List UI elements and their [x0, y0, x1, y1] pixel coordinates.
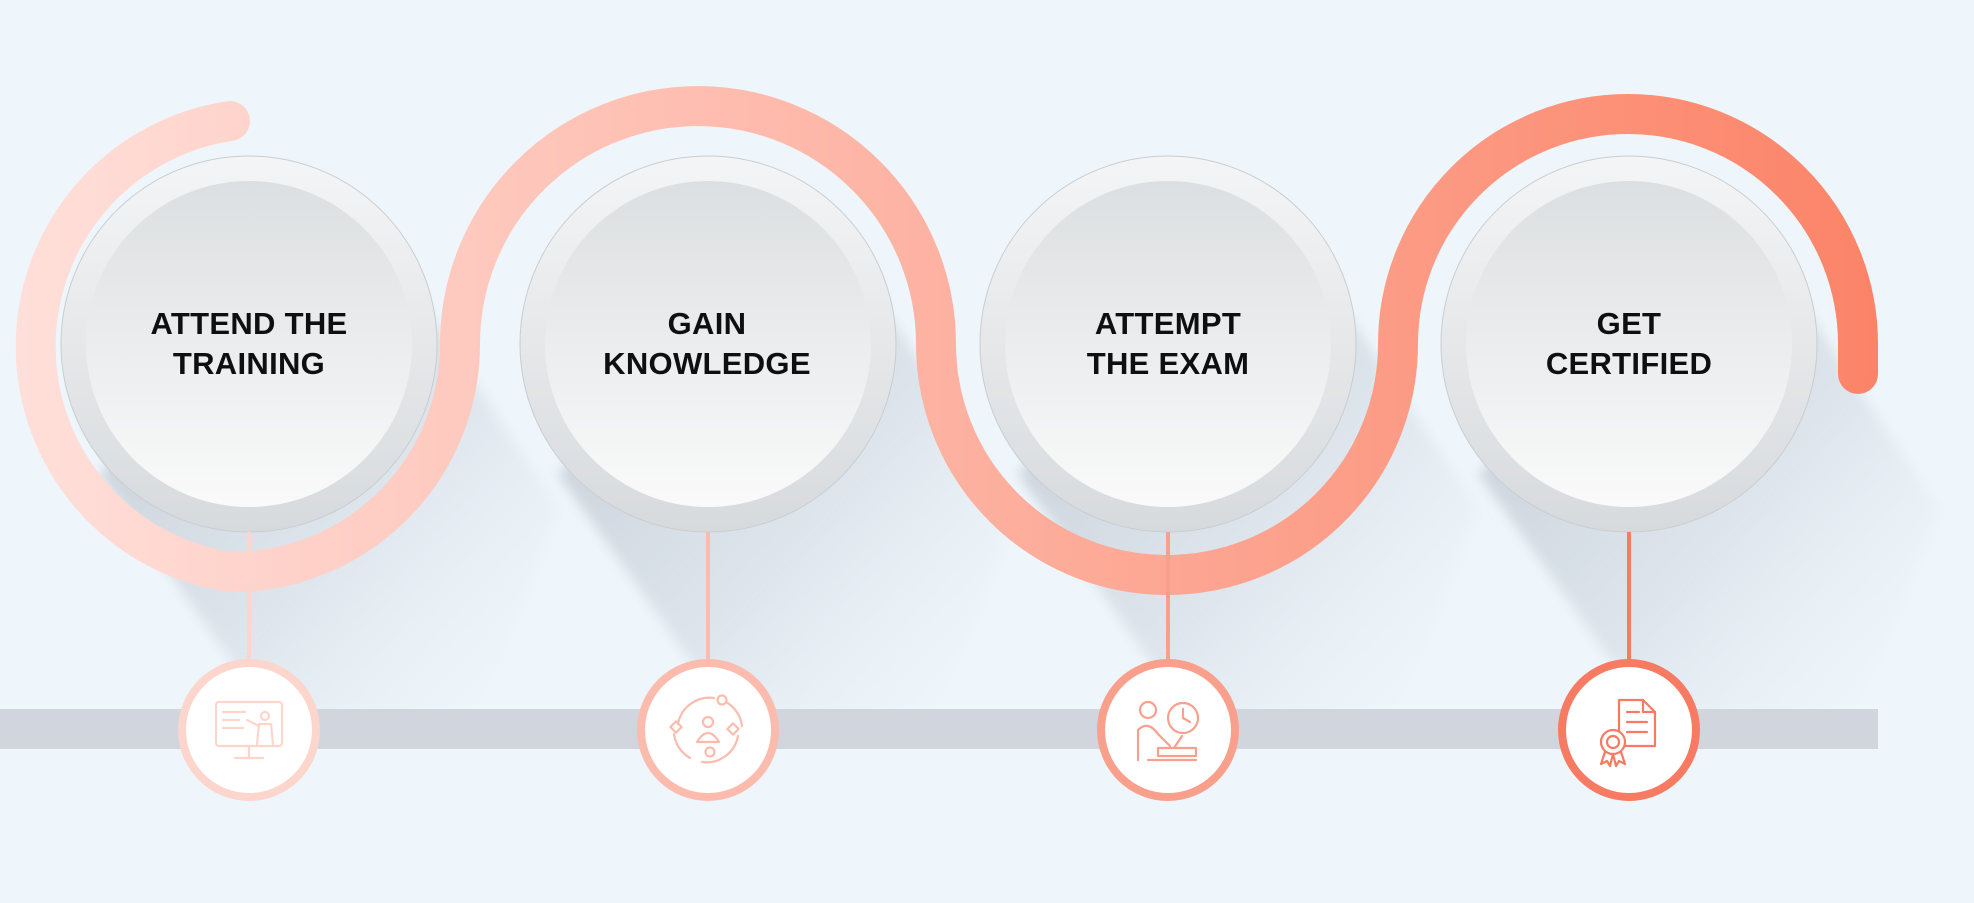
step-disc [60, 155, 438, 533]
step-disc [1440, 155, 1818, 533]
knowledge-cycle-icon [669, 694, 744, 764]
step-disc [979, 155, 1357, 533]
exam-timer-icon [1136, 700, 1200, 762]
training-presentation-icon [214, 700, 284, 760]
icon-badge [637, 659, 779, 801]
icon-badges [178, 532, 1700, 801]
certificate-award-icon [1599, 698, 1657, 768]
step-disc [519, 155, 897, 533]
icon-badge [1558, 659, 1700, 801]
icon-badge [1097, 659, 1239, 801]
serpentine-ribbon [15, 86, 1878, 595]
step-discs [60, 155, 1818, 533]
icon-badge [178, 659, 320, 801]
